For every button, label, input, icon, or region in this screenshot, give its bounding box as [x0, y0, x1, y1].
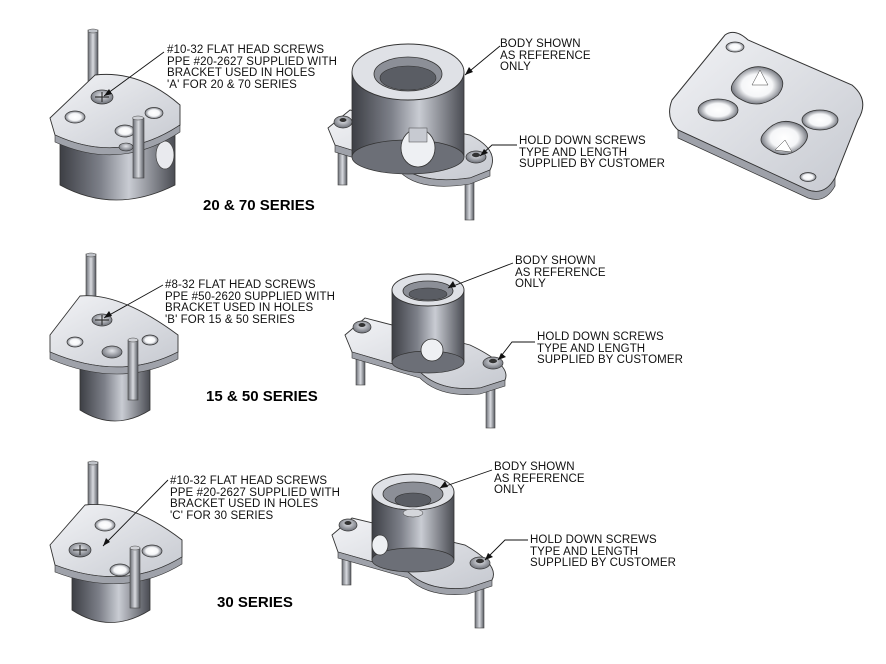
- screw-note-30: #10-32 FLAT HEAD SCREWS PPE #20-2627 SUP…: [170, 475, 341, 522]
- body-note-line: AS REFERENCE: [515, 266, 606, 279]
- hold-note-line: TYPE AND LENGTH: [537, 342, 646, 355]
- screw-note-line: PPE #50-2620 SUPPLIED WITH: [165, 290, 336, 303]
- hold-note-30: HOLD DOWN SCREWS TYPE AND LENGTH SUPPLIE…: [530, 534, 677, 570]
- assembly-20-70-left: [49, 28, 181, 201]
- assembly-30-left: [49, 460, 183, 623]
- hold-note-line: TYPE AND LENGTH: [519, 146, 628, 159]
- body-note-line: ONLY: [500, 61, 531, 73]
- hold-note-line: HOLD DOWN SCREWS: [519, 135, 646, 147]
- body-note-20-70: BODY SHOWN AS REFERENCE ONLY: [500, 38, 591, 74]
- leader-arrowheads: [103, 67, 506, 560]
- screw-note-line: BRACKET USED IN HOLES: [165, 302, 314, 314]
- body-note-line: BODY SHOWN: [515, 255, 596, 267]
- series-title-20-70: 20 & 70 SERIES: [203, 197, 315, 214]
- body-note-15-50: BODY SHOWN AS REFERENCE ONLY: [515, 255, 606, 291]
- hold-note-20-70: HOLD DOWN SCREWS TYPE AND LENGTH SUPPLIE…: [519, 135, 666, 171]
- body-note-line: AS REFERENCE: [494, 472, 585, 485]
- hold-note-line: SUPPLIED BY CUSTOMER: [537, 354, 684, 366]
- screw-note-line: 'B' FOR 15 & 50 SERIES: [165, 313, 295, 326]
- bracket-plate-20-70: [669, 31, 864, 200]
- assembly-30-center: [331, 473, 494, 629]
- screw-note-15-50: #8-32 FLAT HEAD SCREWS PPE #50-2620 SUPP…: [165, 279, 336, 326]
- screw-note-line: PPE #20-2627 SUPPLIED WITH: [167, 55, 338, 68]
- screw-note-line: 'C' FOR 30 SERIES: [170, 509, 274, 522]
- hold-note-15-50: HOLD DOWN SCREWS TYPE AND LENGTH SUPPLIE…: [537, 331, 684, 367]
- screw-note-line: BRACKET USED IN HOLES: [170, 498, 319, 510]
- hold-note-line: HOLD DOWN SCREWS: [537, 331, 664, 343]
- body-note-line: AS REFERENCE: [500, 49, 591, 62]
- screw-note-line: #10-32 FLAT HEAD SCREWS: [170, 475, 328, 487]
- body-note-line: ONLY: [515, 278, 546, 290]
- body-note-30: BODY SHOWN AS REFERENCE ONLY: [494, 461, 585, 497]
- screw-note-20-70: #10-32 FLAT HEAD SCREWS PPE #20-2627 SUP…: [167, 44, 338, 91]
- body-note-line: ONLY: [494, 484, 525, 496]
- series-title-15-50: 15 & 50 SERIES: [206, 388, 318, 405]
- assembly-15-50-left: [49, 252, 179, 422]
- assembly-20-70-center: [327, 43, 493, 221]
- assembly-15-50-center: [344, 273, 507, 429]
- body-note-line: BODY SHOWN: [500, 38, 581, 50]
- series-title-30: 30 SERIES: [217, 594, 293, 611]
- screw-note-line: 'A' FOR 20 & 70 SERIES: [167, 78, 297, 91]
- screw-note-line: BRACKET USED IN HOLES: [167, 67, 316, 79]
- hold-note-line: SUPPLIED BY CUSTOMER: [519, 158, 666, 170]
- screw-note-line: PPE #20-2627 SUPPLIED WITH: [170, 486, 341, 499]
- hold-note-line: SUPPLIED BY CUSTOMER: [530, 557, 677, 569]
- body-note-line: BODY SHOWN: [494, 461, 575, 473]
- screw-note-line: #8-32 FLAT HEAD SCREWS: [165, 279, 316, 291]
- hold-note-line: HOLD DOWN SCREWS: [530, 534, 657, 546]
- hold-note-line: TYPE AND LENGTH: [530, 545, 639, 558]
- screw-note-line: #10-32 FLAT HEAD SCREWS: [167, 44, 325, 56]
